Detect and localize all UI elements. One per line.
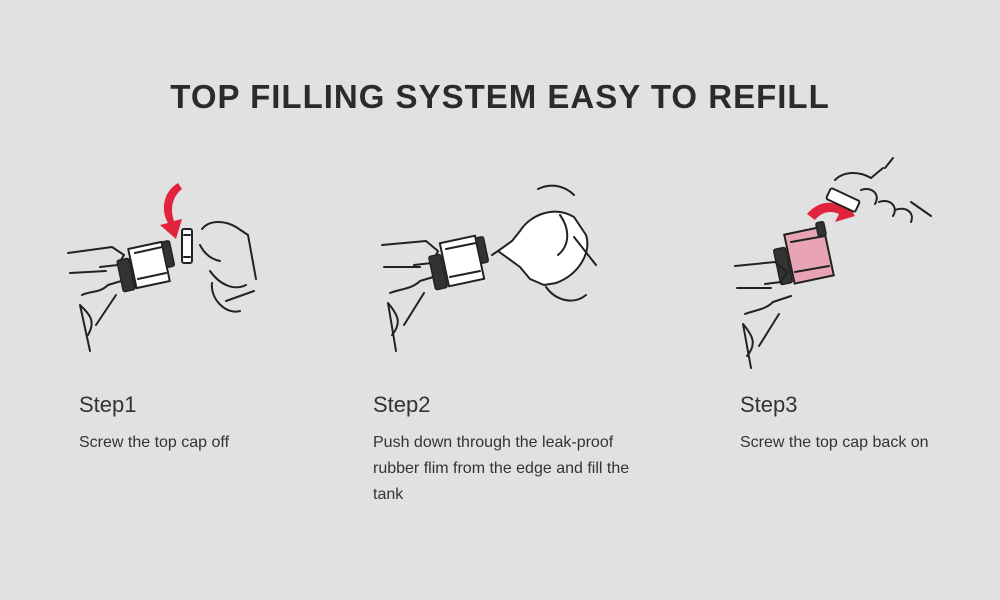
step3-label: Step3 (740, 392, 798, 417)
step3-illustration (725, 150, 945, 370)
step1: Step1 Screw the top cap off (79, 392, 319, 456)
page-title: TOP FILLING SYSTEM EASY TO REFILL (170, 78, 830, 115)
step1-illustration (60, 175, 260, 365)
step3-description: Screw the top cap back on (740, 434, 929, 451)
step2-description: Push down through the leak-proof rubber … (373, 434, 630, 503)
bottle-icon (497, 210, 589, 286)
right-hand-icon (834, 157, 932, 223)
step2-label: Step2 (373, 392, 431, 417)
left-hand-icon (381, 240, 441, 352)
step1-description: Screw the top cap off (79, 434, 230, 451)
step1-label: Step1 (79, 392, 137, 417)
top-cap-icon (181, 228, 193, 264)
step3: Step3 Screw the top cap back on (740, 392, 980, 456)
top-cap-icon (825, 187, 861, 213)
left-hand-icon (734, 261, 792, 369)
step2: Step2 Push down through the leak-proof r… (373, 392, 658, 508)
red-arrow-icon (160, 183, 182, 239)
left-hand-icon (67, 246, 129, 352)
right-hand-icon (199, 221, 257, 313)
step2-illustration (360, 175, 600, 365)
